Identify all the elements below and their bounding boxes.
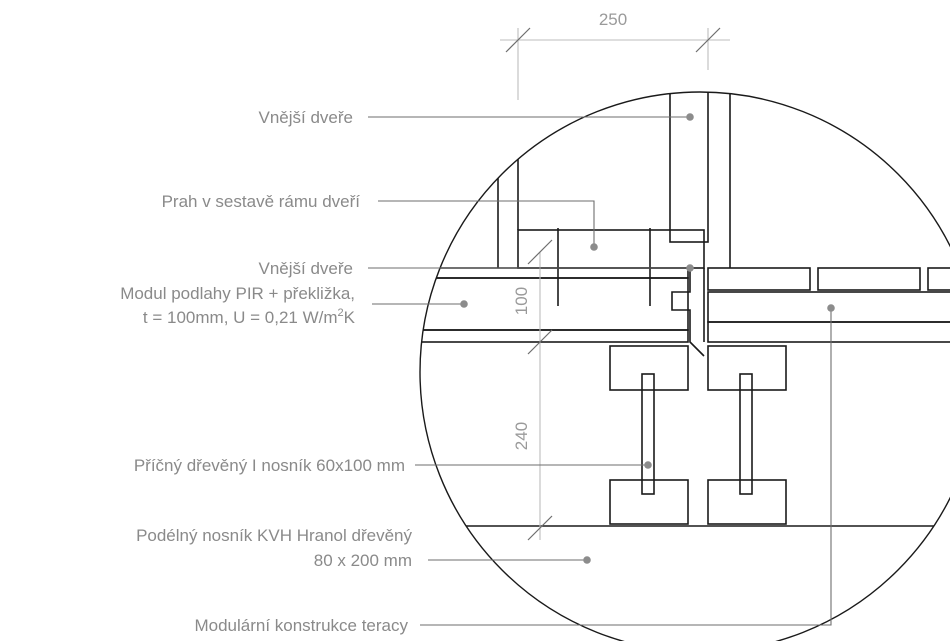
floor-module — [420, 267, 689, 343]
threshold — [517, 228, 705, 306]
label-outer-door-2: Vnější dveře — [259, 259, 354, 278]
label-outer-door-1: Vnější dveře — [259, 108, 354, 127]
outer-door — [497, 92, 731, 268]
labels: Vnější dveře Prah v sestavě rámu dveří V… — [120, 108, 412, 635]
leaders — [368, 113, 835, 626]
dimension-vertical: 100 240 — [512, 239, 553, 541]
door-seal — [671, 268, 705, 357]
label-long-beam-1: Podélný nosník KVH Hranol dřevěný — [136, 526, 412, 545]
dim-text-250: 250 — [599, 10, 627, 29]
terrace-boards — [707, 267, 950, 343]
label-threshold: Prah v sestavě rámu dveří — [162, 192, 361, 211]
label-long-beam-2: 80 x 200 mm — [314, 551, 412, 570]
section-content — [420, 92, 950, 527]
label-terrace: Modulární konstrukce teracy — [194, 616, 408, 635]
i-beam-right — [707, 345, 787, 525]
label-cross-beam: Příčný dřevěný I nosník 60x100 mm — [134, 456, 405, 475]
dimension-250: 250 — [500, 10, 730, 100]
i-beam-left — [609, 345, 689, 525]
label-floor-module-2: t = 100mm, U = 0,21 W/m2K — [143, 307, 356, 327]
dim-text-240: 240 — [512, 422, 531, 450]
detail-circle — [419, 91, 950, 641]
dim-text-100: 100 — [512, 287, 531, 315]
label-floor-module-1: Modul podlahy PIR + překližka, — [120, 284, 355, 303]
